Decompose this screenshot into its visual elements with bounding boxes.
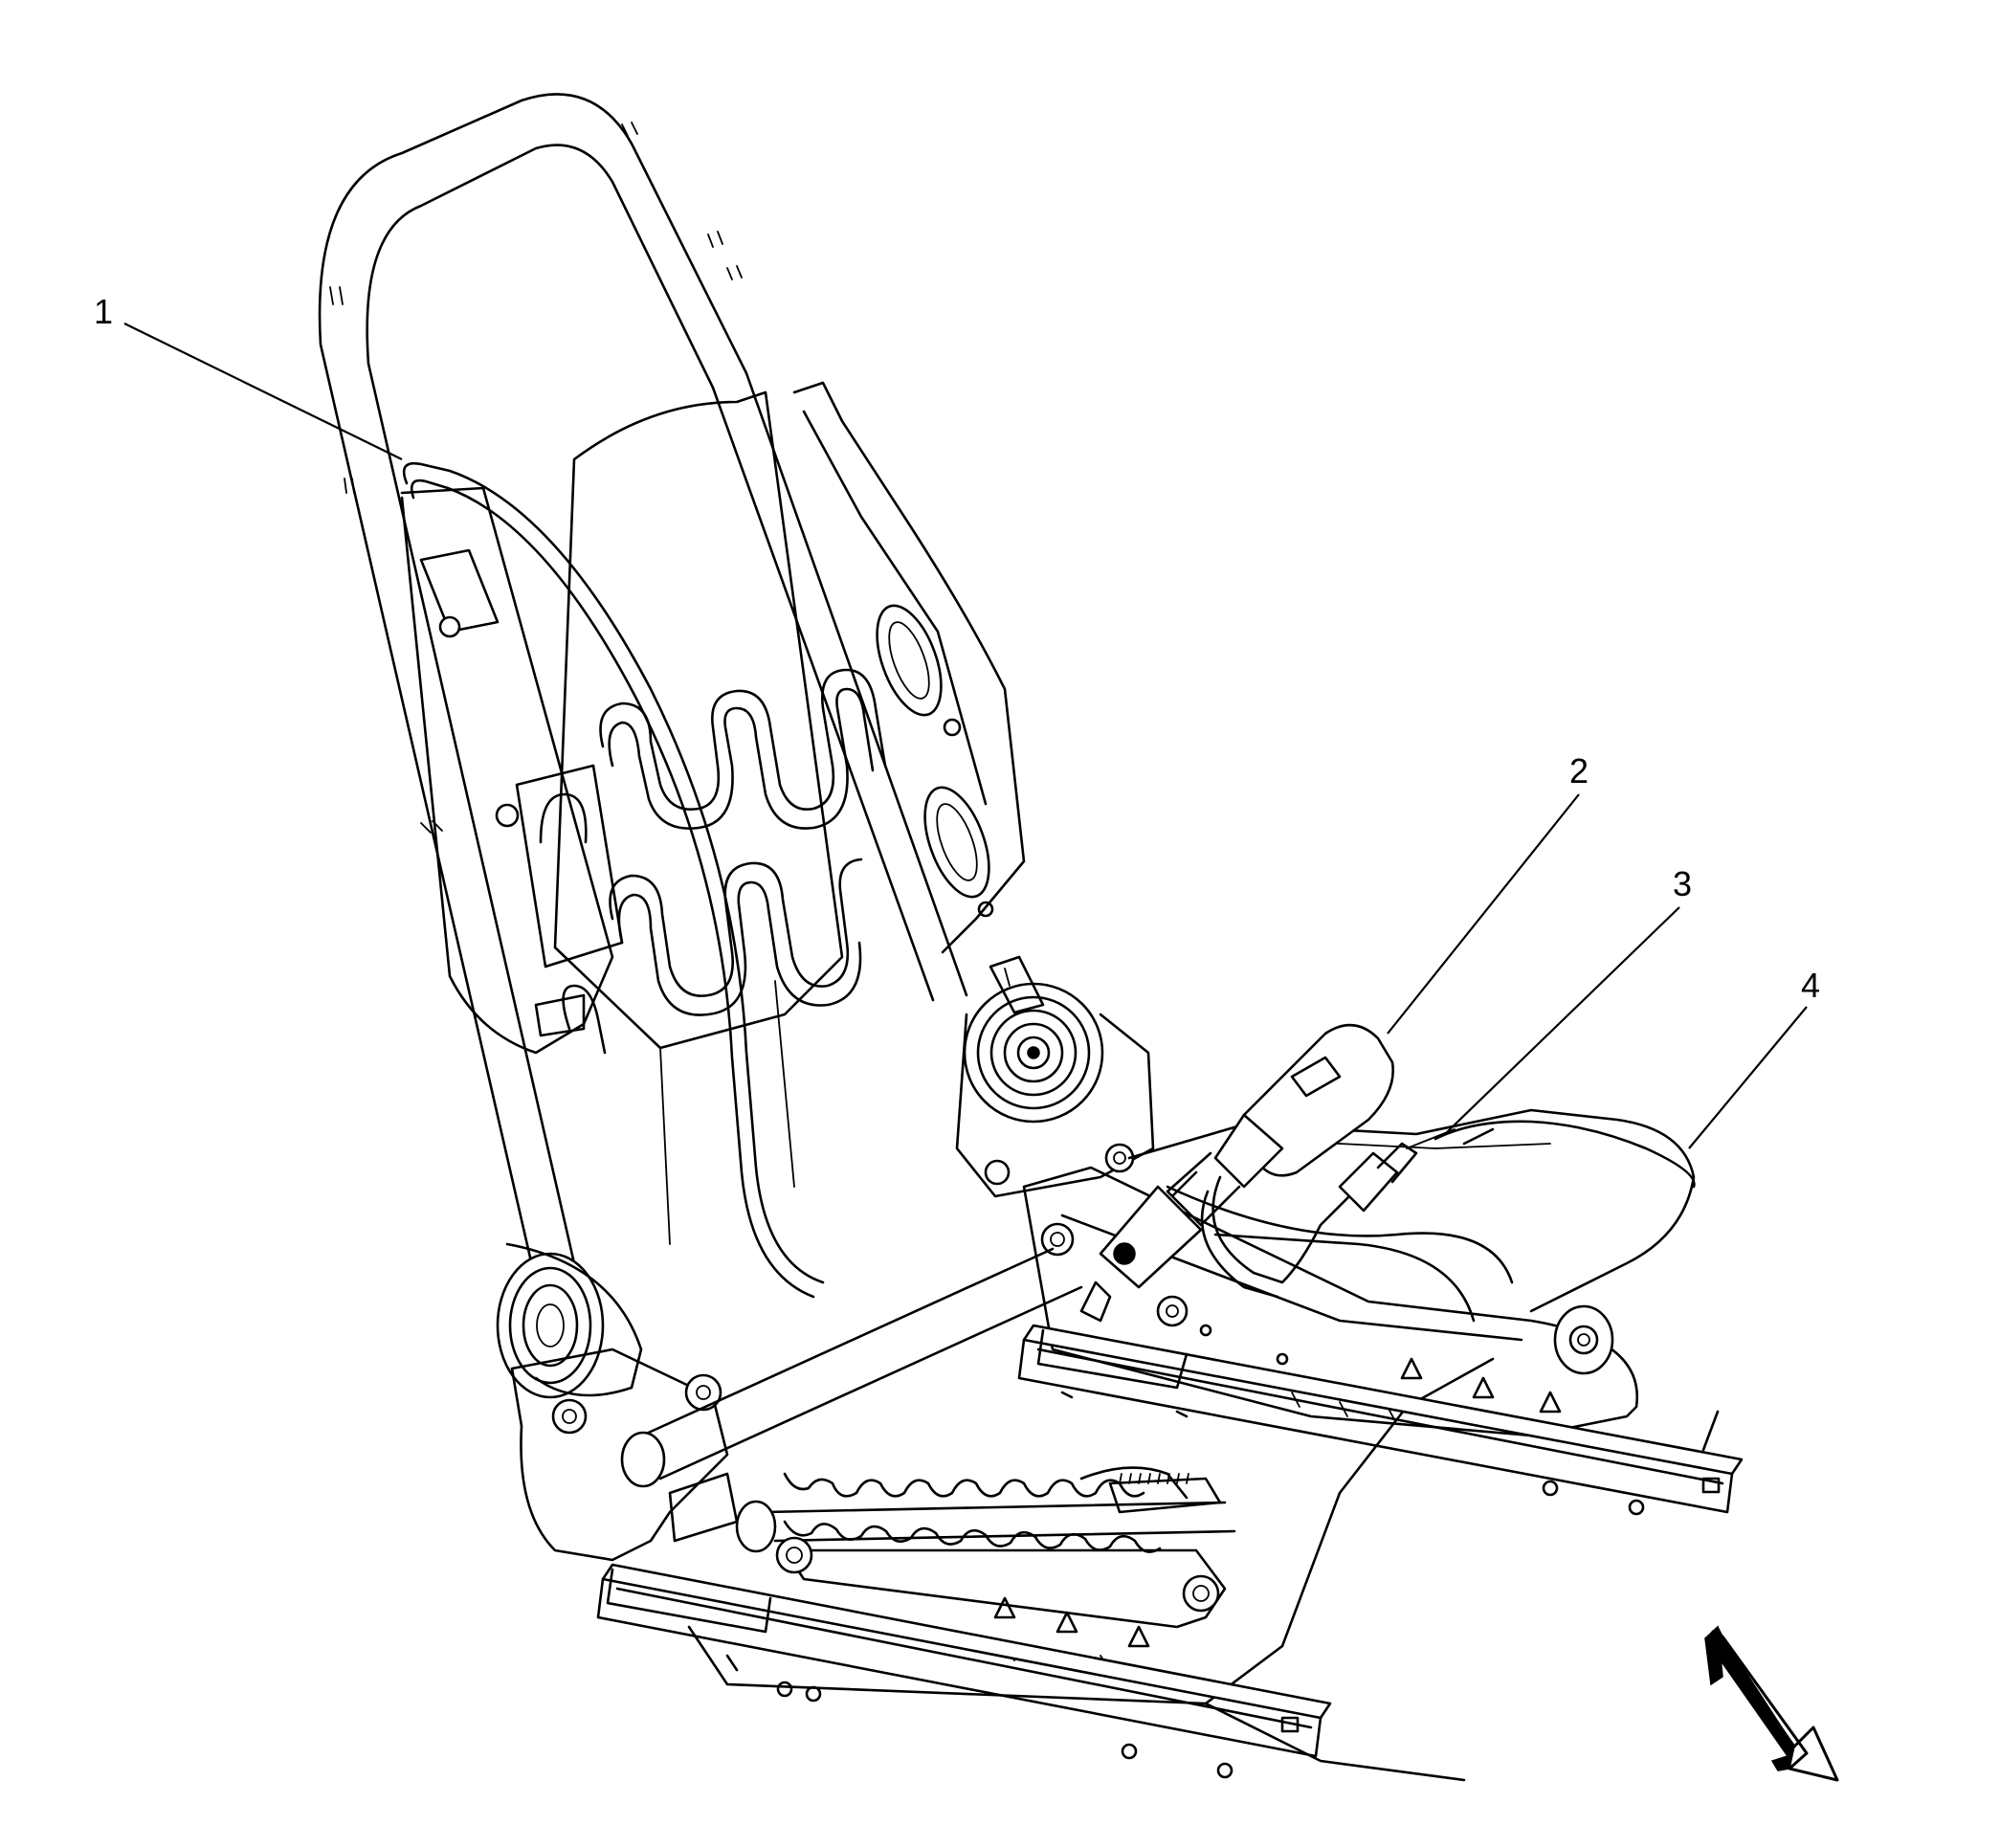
seatback-panel — [553, 390, 844, 1245]
seat-cushion-pad — [1433, 1120, 1696, 1189]
callout-2: 2 — [1387, 751, 1589, 1035]
trim-clips — [993, 1357, 1562, 1648]
callout-4: 4 — [1688, 966, 1820, 1149]
front-direction-arrow-icon — [1704, 1625, 1839, 1782]
seat-cushion-pan — [1127, 1108, 1696, 1323]
seatback-frame — [318, 93, 968, 1284]
left-recliner — [496, 1242, 643, 1399]
callout-3-label: 3 — [1673, 864, 1692, 903]
height-link-arm — [775, 1536, 1227, 1629]
callout-2-label: 2 — [1569, 751, 1589, 790]
callout-4-label: 4 — [1801, 966, 1820, 1005]
left-side-member — [510, 1347, 739, 1562]
seat-belt-buckle — [1079, 1023, 1394, 1323]
buckle-wire-connector — [1200, 1128, 1456, 1299]
callout-3: 3 — [1444, 864, 1692, 1135]
seatback-wire-harness — [402, 461, 825, 1299]
right-seat-rail — [1017, 1324, 1744, 1516]
callout-1: 1 — [94, 292, 403, 460]
seatback-left-plate — [400, 486, 624, 1055]
cross-tubes — [620, 1247, 1236, 1553]
callout-1-label: 1 — [94, 292, 113, 331]
right-recliner — [955, 955, 1155, 1198]
left-seat-rail — [596, 1563, 1332, 1779]
seatback-right-plate — [792, 381, 1026, 954]
seatback-springs — [562, 668, 887, 1055]
